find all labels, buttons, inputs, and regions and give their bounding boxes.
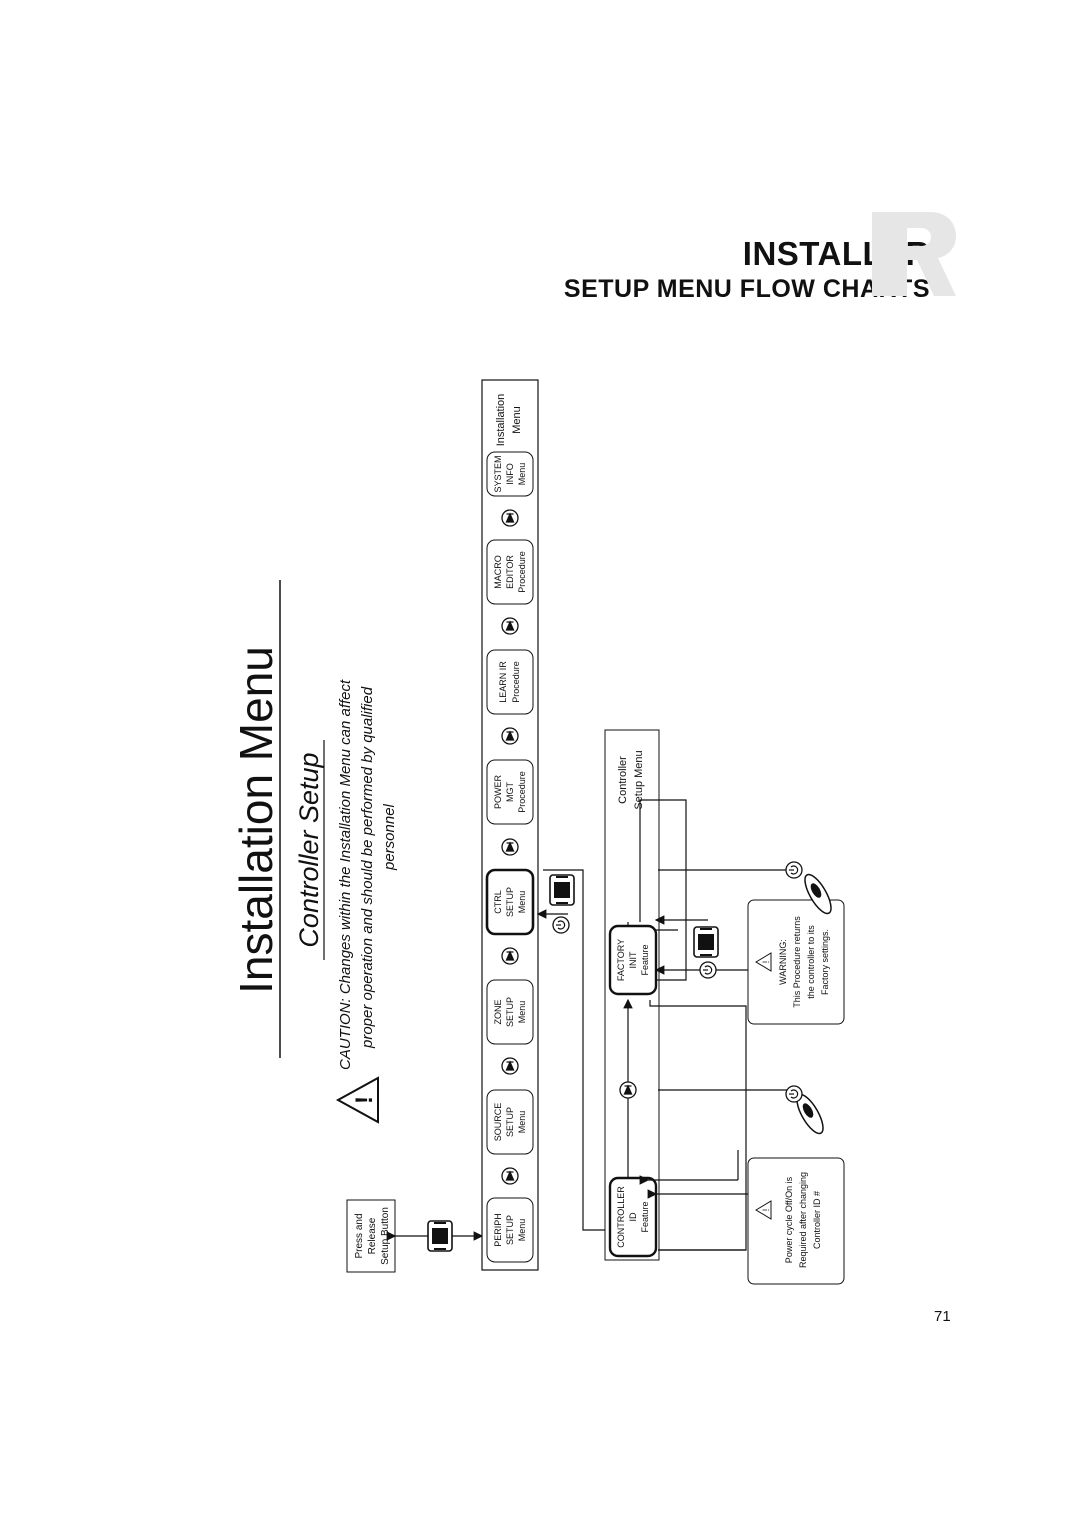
power-cycle-warning-box: ! Power cycle Off/On is Required after c… — [747, 1157, 845, 1285]
caution-line-3: personnel — [381, 803, 398, 871]
setup-button-icon — [427, 1220, 453, 1252]
svg-text:SETUP: SETUP — [505, 1215, 515, 1245]
factory-init-feature: FACTORY INIT Feature — [608, 924, 658, 996]
caution-line-1: CAUTION: Changes within the Installation… — [337, 679, 354, 1070]
svg-text:SETUP: SETUP — [505, 887, 515, 917]
confirm-button-icon — [693, 926, 719, 958]
next-button-icon-5 — [501, 727, 519, 745]
svg-text:ZONE: ZONE — [493, 999, 503, 1024]
svg-text:CONTROLLER: CONTROLLER — [616, 1186, 626, 1248]
svg-text:Controller: Controller — [617, 756, 629, 804]
menu-item-ctrl: CTRL SETUP Menu — [485, 868, 535, 936]
svg-text:MGT: MGT — [505, 782, 515, 802]
menu-item-source: SOURCE SETUP Menu — [486, 1089, 534, 1155]
next-button-icon-8 — [619, 1081, 637, 1099]
svg-text:!: ! — [351, 1096, 378, 1104]
svg-text:Feature: Feature — [640, 944, 650, 975]
svg-text:EDITOR: EDITOR — [505, 555, 515, 589]
next-button-icon-1 — [501, 1167, 519, 1185]
controller-setup-label: Controller Setup Menu — [617, 750, 645, 809]
svg-text:SETUP: SETUP — [505, 997, 515, 1027]
svg-text:CTRL: CTRL — [493, 890, 503, 914]
power-icon-1 — [785, 861, 803, 879]
svg-text:SETUP: SETUP — [505, 1107, 515, 1137]
factory-warning-box: ! WARNING: This Procedure returns the co… — [747, 899, 845, 1025]
svg-text:Required after changing: Required after changing — [798, 1172, 808, 1268]
svg-text:SOURCE: SOURCE — [493, 1103, 503, 1142]
flow-chart: Installation Menu Controller Setup ! CAU… — [238, 379, 845, 1285]
svg-text:SYSTEM: SYSTEM — [493, 455, 503, 492]
cancel-power-icon — [699, 961, 717, 979]
svg-text:Procedure: Procedure — [517, 771, 527, 813]
page-number: 71 — [934, 1308, 951, 1325]
exit-power-icon — [552, 916, 570, 934]
power-icon-2 — [785, 1085, 803, 1103]
svg-text:Procedure: Procedure — [511, 661, 521, 703]
svg-text:POWER: POWER — [493, 775, 503, 810]
svg-text:Menu: Menu — [517, 463, 527, 486]
next-button-icon-7 — [501, 509, 519, 527]
svg-text:WARNING:: WARNING: — [778, 939, 788, 985]
svg-text:Menu: Menu — [511, 406, 523, 434]
svg-text:Setup Button: Setup Button — [380, 1207, 391, 1265]
svg-text:Feature: Feature — [640, 1201, 650, 1232]
brand-logo-watermark — [872, 212, 956, 296]
svg-text:the controller to its: the controller to its — [806, 925, 816, 999]
svg-text:PERIPH: PERIPH — [493, 1213, 503, 1247]
svg-text:Menu: Menu — [517, 891, 527, 914]
svg-text:Power cycle Off/On is: Power cycle Off/On is — [784, 1176, 794, 1263]
installation-menu-label: Installation Menu — [495, 394, 523, 447]
svg-text:Release: Release — [367, 1217, 378, 1254]
flow-chart-rotated: Installation Menu Controller Setup ! CAU… — [238, 350, 938, 1290]
svg-text:This Procedure returns: This Procedure returns — [792, 916, 802, 1008]
svg-text:FACTORY: FACTORY — [616, 939, 626, 981]
svg-text:MACRO: MACRO — [493, 555, 503, 589]
svg-text:LEARN IR: LEARN IR — [498, 661, 508, 703]
next-button-icon-6 — [501, 617, 519, 635]
svg-text:INIT: INIT — [628, 951, 638, 969]
svg-text:Installation: Installation — [495, 394, 507, 447]
svg-text:INFO: INFO — [505, 463, 515, 485]
menu-item-zone: ZONE SETUP Menu — [486, 979, 534, 1045]
menu-item-system: SYSTEM INFO Menu — [486, 451, 534, 497]
diagram-subtitle: Controller Setup — [294, 752, 324, 947]
next-button-icon-3 — [501, 947, 519, 965]
svg-text:Setup Menu: Setup Menu — [633, 750, 645, 809]
controller-id-feature: CONTROLLER ID Feature — [608, 1176, 658, 1258]
svg-text:Menu: Menu — [517, 1001, 527, 1024]
svg-text:Menu: Menu — [517, 1111, 527, 1134]
menu-item-learn-ir: LEARN IR Procedure — [486, 649, 534, 715]
next-button-icon-2 — [501, 1057, 519, 1075]
header-subtitle: SETUP MENU FLOW CHARTS — [563, 275, 930, 303]
menu-item-power: POWER MGT Procedure — [486, 759, 534, 825]
svg-text:Press and: Press and — [354, 1213, 365, 1258]
caution-line-2: proper operation and should be performed… — [359, 686, 376, 1049]
svg-text:!: ! — [761, 961, 771, 964]
svg-text:Procedure: Procedure — [517, 551, 527, 593]
menu-item-periph: PERIPH SETUP Menu — [486, 1197, 534, 1263]
menu-item-macro: MACRO EDITOR Procedure — [486, 539, 534, 605]
svg-text:ID: ID — [628, 1212, 638, 1222]
enter-setup-button-icon — [549, 874, 575, 906]
diagram-title: Installation Menu — [238, 646, 282, 994]
next-button-icon-4 — [501, 838, 519, 856]
press-release-box: Press and Release Setup Button — [346, 1199, 396, 1273]
svg-text:!: ! — [761, 1209, 771, 1212]
svg-text:Controller ID #: Controller ID # — [812, 1191, 822, 1249]
svg-text:Menu: Menu — [517, 1219, 527, 1242]
caution-icon: ! — [335, 1076, 379, 1124]
svg-text:Factory settings.: Factory settings. — [820, 929, 830, 995]
